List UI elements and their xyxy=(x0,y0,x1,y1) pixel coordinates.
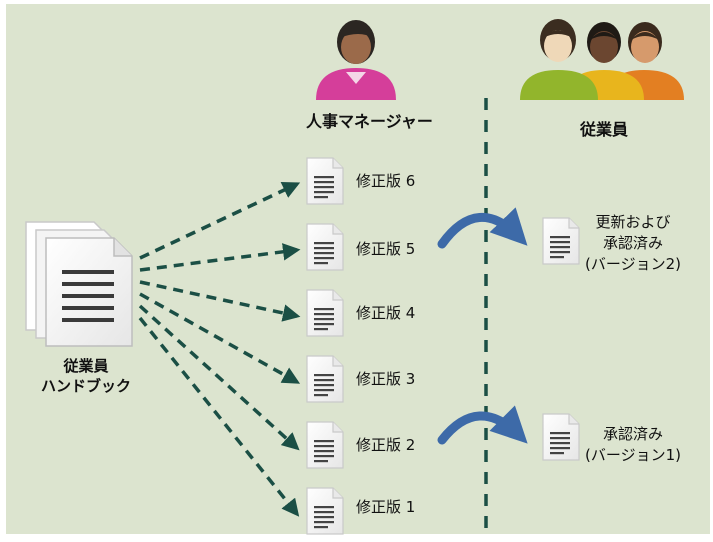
revision-1-label: 修正版 1 xyxy=(356,498,416,516)
handbook-label-line2: ハンドブック xyxy=(40,377,131,395)
dashed-arrow xyxy=(139,243,301,272)
revision-3-label: 修正版 3 xyxy=(356,370,416,388)
dashed-arrow xyxy=(139,292,301,384)
revision-document-icon xyxy=(306,223,344,271)
published-version2-label: 更新および 承認済み (バージョン2) xyxy=(570,212,696,275)
revision-document-icon xyxy=(306,487,344,535)
published-version1-line1: 承認済み xyxy=(602,425,663,443)
revision-document-icon xyxy=(306,421,344,469)
curved-arrow-version2 xyxy=(437,207,528,249)
revision-4-label: 修正版 4 xyxy=(356,304,416,322)
published-version1-label: 承認済み (バージョン1) xyxy=(570,424,696,466)
handbook-label-line1: 従業員 xyxy=(63,357,109,375)
stacked-document-icon xyxy=(25,221,133,347)
published-version2-line1: 更新および xyxy=(595,213,671,231)
revision-5-label: 修正版 5 xyxy=(356,240,416,258)
revision-document-icon xyxy=(306,289,344,337)
person-icon xyxy=(316,20,396,100)
people-group-icon xyxy=(520,19,684,100)
curved-arrow-version1 xyxy=(437,405,528,445)
published-version1-line2: (バージョン1) xyxy=(585,446,681,464)
dashed-arrow xyxy=(139,182,301,260)
dashed-arrow xyxy=(139,280,301,322)
revision-2-label: 修正版 2 xyxy=(356,436,416,454)
employees-label: 従業員 xyxy=(580,120,629,139)
published-version2-line2: 承認済み xyxy=(602,234,663,252)
revision-document-icon xyxy=(306,355,344,403)
published-version2-line3: (バージョン2) xyxy=(585,255,681,273)
revision-document-icon xyxy=(306,157,344,205)
dashed-arrow xyxy=(138,304,300,451)
hr-manager-label: 人事マネージャー xyxy=(306,112,433,131)
handbook-label: 従業員 ハンドブック xyxy=(30,356,142,396)
dashed-arrow xyxy=(138,316,300,517)
revision-6-label: 修正版 6 xyxy=(356,172,416,190)
